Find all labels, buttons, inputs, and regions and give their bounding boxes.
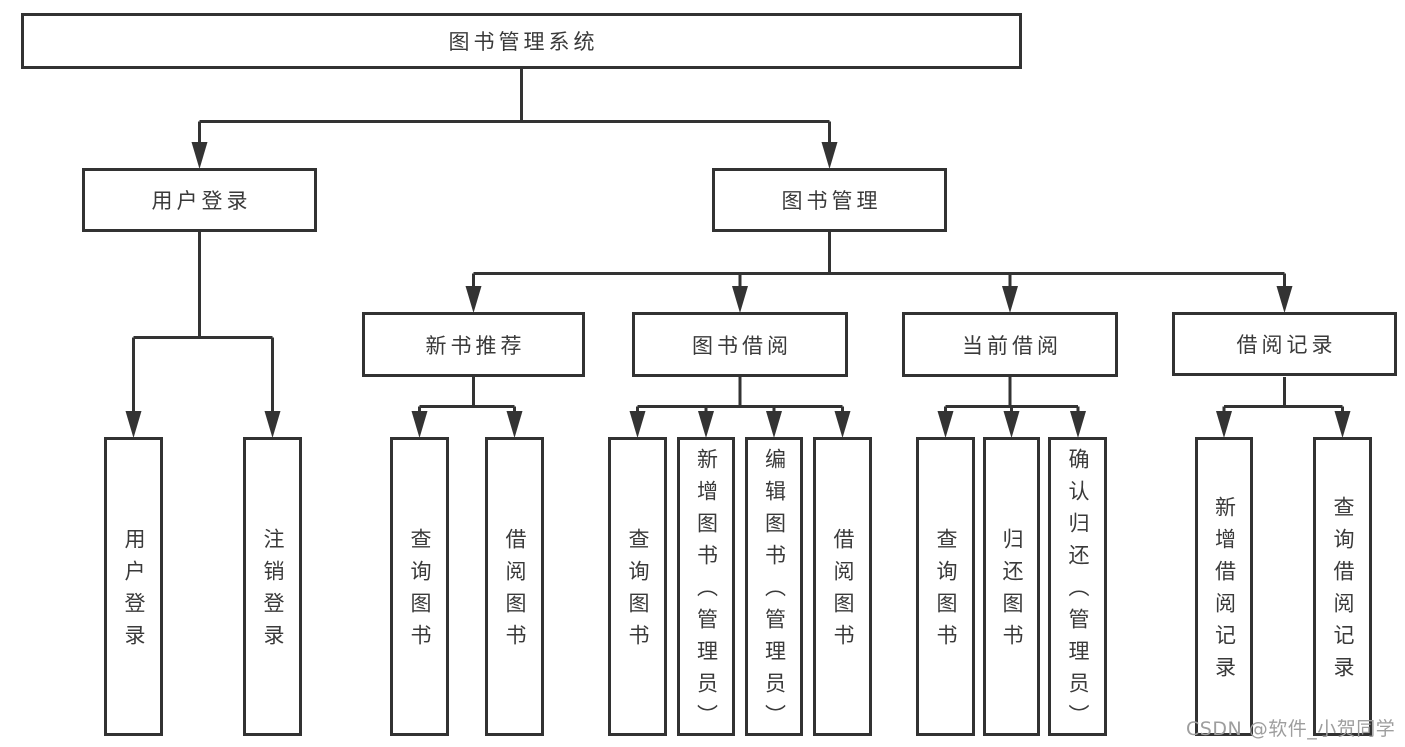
leaf-search-books-recommend: 查询图书 [390, 437, 449, 736]
node-system-root: 图书管理系统 [21, 13, 1022, 69]
leaf-borrow-books-label: 借阅图书 [831, 528, 855, 656]
connector-borrow-records-children [1216, 377, 1351, 438]
leaf-return-books-label: 归还图书 [1000, 528, 1024, 656]
leaf-borrow-books-recommend-label: 借阅图书 [503, 528, 527, 656]
leaf-user-login: 用户登录 [104, 437, 163, 736]
node-borrow-records: 借阅记录 [1172, 312, 1397, 376]
csdn-watermark: CSDN @软件_小贺同学 [1186, 718, 1396, 740]
leaf-add-books-admin-label: 新增图书（管理员） [694, 448, 719, 736]
leaf-add-books-admin: 新增图书（管理员） [677, 437, 735, 736]
node-book-management: 图书管理 [712, 168, 947, 232]
leaf-confirm-return-admin-label: 确认归还（管理员） [1066, 448, 1090, 736]
leaf-search-borrow-record-label: 查询借阅记录 [1331, 496, 1355, 688]
leaf-search-books-current: 查询图书 [916, 437, 975, 736]
leaf-logout-label: 注销登录 [261, 528, 285, 656]
leaf-user-login-label: 用户登录 [122, 528, 146, 656]
connector-root-to-level2 [191, 69, 838, 169]
connector-current-borrow-children [937, 377, 1086, 438]
leaf-return-books: 归还图书 [983, 437, 1040, 736]
node-borrow-records-label: 借阅记录 [1236, 333, 1337, 357]
leaf-edit-books-admin: 编辑图书（管理员） [745, 437, 803, 736]
node-book-borrow-label: 图书借阅 [692, 333, 792, 358]
leaf-add-borrow-record-label: 新增借阅记录 [1212, 496, 1237, 688]
leaf-search-books-borrow-label: 查询图书 [626, 528, 650, 656]
leaf-borrow-books: 借阅图书 [813, 437, 872, 736]
node-user-login: 用户登录 [82, 168, 317, 232]
leaf-search-books-borrow: 查询图书 [608, 437, 667, 736]
leaf-logout: 注销登录 [243, 437, 302, 736]
node-current-borrow-label: 当前借阅 [962, 333, 1062, 358]
node-current-borrow: 当前借阅 [902, 312, 1118, 377]
node-new-book-recommend: 新书推荐 [362, 312, 585, 377]
node-new-book-recommend-label: 新书推荐 [425, 333, 526, 358]
leaf-confirm-return-admin: 确认归还（管理员） [1048, 437, 1107, 736]
leaf-borrow-books-recommend: 借阅图书 [485, 437, 544, 736]
node-book-management-label: 图书管理 [781, 189, 882, 213]
connector-user-login-children [125, 232, 281, 438]
leaf-search-books-recommend-label: 查询图书 [408, 528, 432, 656]
leaf-search-borrow-record: 查询借阅记录 [1313, 437, 1372, 736]
node-system-root-label: 图书管理系统 [448, 30, 599, 54]
leaf-search-books-current-label: 查询图书 [934, 528, 958, 656]
connector-book-borrow-children [629, 377, 851, 438]
connector-book-management-children [465, 232, 1293, 313]
leaf-edit-books-admin-label: 编辑图书（管理员） [762, 448, 787, 736]
node-book-borrow: 图书借阅 [632, 312, 848, 377]
leaf-add-borrow-record: 新增借阅记录 [1195, 437, 1253, 736]
node-user-login-label: 用户登录 [151, 189, 252, 213]
connector-new-book-recommend-children [411, 377, 523, 438]
